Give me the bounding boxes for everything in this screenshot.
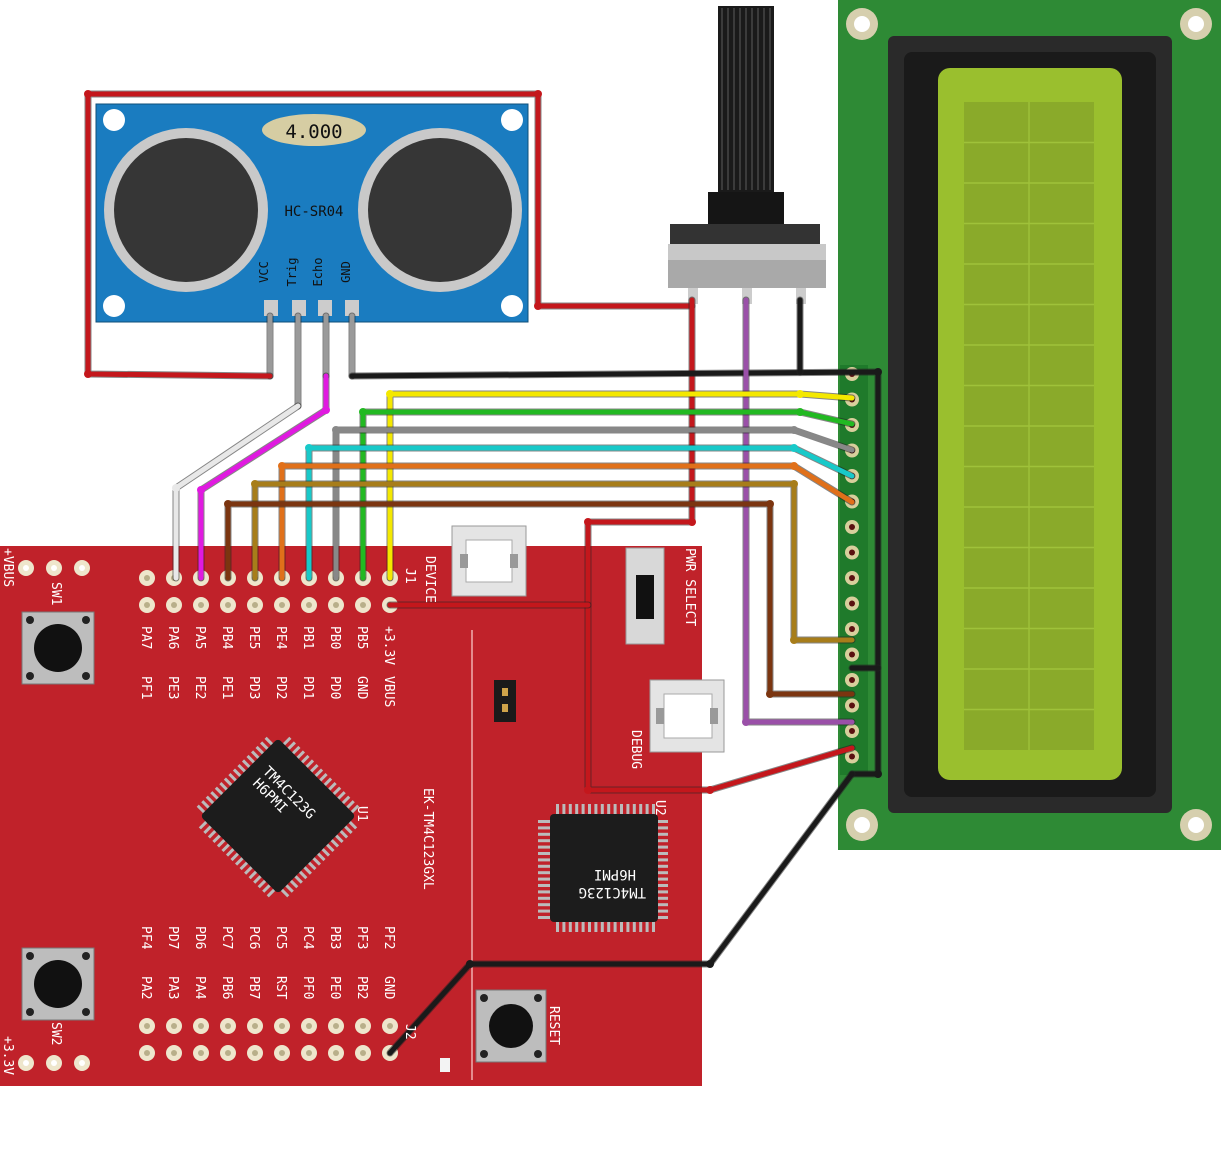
lcd-module	[838, 0, 1221, 850]
sw1-label: SW1	[48, 582, 63, 605]
header-label: PA7	[138, 626, 153, 649]
header-label: PF4	[138, 926, 153, 950]
header-label: PD7	[165, 926, 180, 949]
sensor-pin-label-echo: Echo	[311, 258, 325, 287]
header-label: PD2	[273, 676, 288, 699]
header-label: PD1	[300, 676, 315, 699]
u1-label: U1	[354, 806, 369, 822]
gnd-rail-wire	[349, 369, 881, 777]
u2-chip-line1: TM4C123G	[579, 884, 646, 900]
header-label: PE3	[165, 676, 180, 699]
board-name: EK-TM4C123GXL	[420, 788, 435, 890]
header-label: PA4	[192, 976, 207, 1000]
sw2-button[interactable]	[21, 947, 95, 1021]
j2-label: J2	[402, 1024, 417, 1040]
data-wire-orange	[279, 463, 855, 581]
sensor-pin-label-vcc: VCC	[257, 261, 271, 283]
header-label: PE4	[273, 626, 288, 650]
header-label: PB4	[219, 626, 234, 650]
v33-edge-label: +3.3V	[0, 1036, 15, 1075]
pwr-select-label: PWR SELECT	[682, 548, 697, 626]
header-label: PE1	[219, 676, 234, 699]
header-label: PE0	[327, 976, 342, 999]
header-label: PC7	[219, 926, 234, 949]
sw2-label: SW2	[48, 1022, 63, 1045]
header-label: PA5	[192, 626, 207, 649]
sensor-pin-label-trig: Trig	[285, 258, 299, 287]
header-label: PE2	[192, 676, 207, 699]
hc-sr04-sensor	[95, 103, 529, 323]
device-usb-connector[interactable]	[451, 525, 527, 597]
header-label: PB2	[354, 976, 369, 999]
data-wire-cyan	[306, 445, 855, 581]
header-label: PB7	[246, 976, 261, 999]
header-label: PF2	[381, 926, 396, 949]
reset-label: RESET	[546, 1006, 561, 1045]
header-label: PF0	[300, 976, 315, 999]
header-label: PC5	[273, 926, 288, 949]
sensor-model: HC-SR04	[284, 204, 343, 220]
header-label: VBUS	[381, 676, 396, 707]
header-label: PB5	[354, 626, 369, 649]
device-label: DEVICE	[422, 556, 437, 603]
vbus-edge-label: +VBUS	[0, 548, 15, 587]
header-label: PD6	[192, 926, 207, 949]
reset-button[interactable]	[475, 989, 547, 1063]
j1-label: J1	[402, 568, 417, 584]
header-label: PF1	[138, 676, 153, 699]
sensor-pin-label-gnd: GND	[339, 261, 353, 283]
header-label: PD0	[327, 676, 342, 699]
header-label: PE5	[246, 626, 261, 649]
header-label: PC6	[246, 926, 261, 949]
header-label: GND	[381, 976, 396, 1000]
header-label: PB1	[300, 626, 315, 649]
pwr-select-switch[interactable]	[625, 547, 665, 645]
vcc-wire	[85, 91, 695, 379]
sw1-button[interactable]	[21, 611, 95, 685]
u1-chip	[196, 736, 360, 898]
header-label: PB0	[327, 626, 342, 649]
debug-label: DEBUG	[628, 730, 643, 769]
header-label: GND	[354, 676, 369, 700]
header-label: PB6	[219, 976, 234, 999]
header-label: PC4	[300, 926, 315, 950]
board-gnd-wire	[387, 771, 855, 1056]
debug-usb-connector[interactable]	[649, 679, 725, 753]
data-wire-green	[360, 409, 855, 581]
header-label: RST	[273, 976, 288, 1000]
potentiometer[interactable]	[668, 6, 826, 304]
u2-label: U2	[652, 800, 667, 816]
echo-wire	[198, 373, 329, 581]
header-label: PA2	[138, 976, 153, 999]
header-label: PA3	[165, 976, 180, 999]
header-label: PD3	[246, 676, 261, 699]
wires	[84, 90, 882, 1057]
header-label: +3.3V	[381, 626, 396, 665]
u2-chip-line2: H6PMI	[594, 866, 636, 882]
header-label: PA6	[165, 626, 180, 649]
u2-chip	[538, 804, 668, 932]
header-label: PB3	[327, 926, 342, 949]
header-label: PF3	[354, 926, 369, 949]
sensor-crystal: 4.000	[285, 121, 342, 143]
